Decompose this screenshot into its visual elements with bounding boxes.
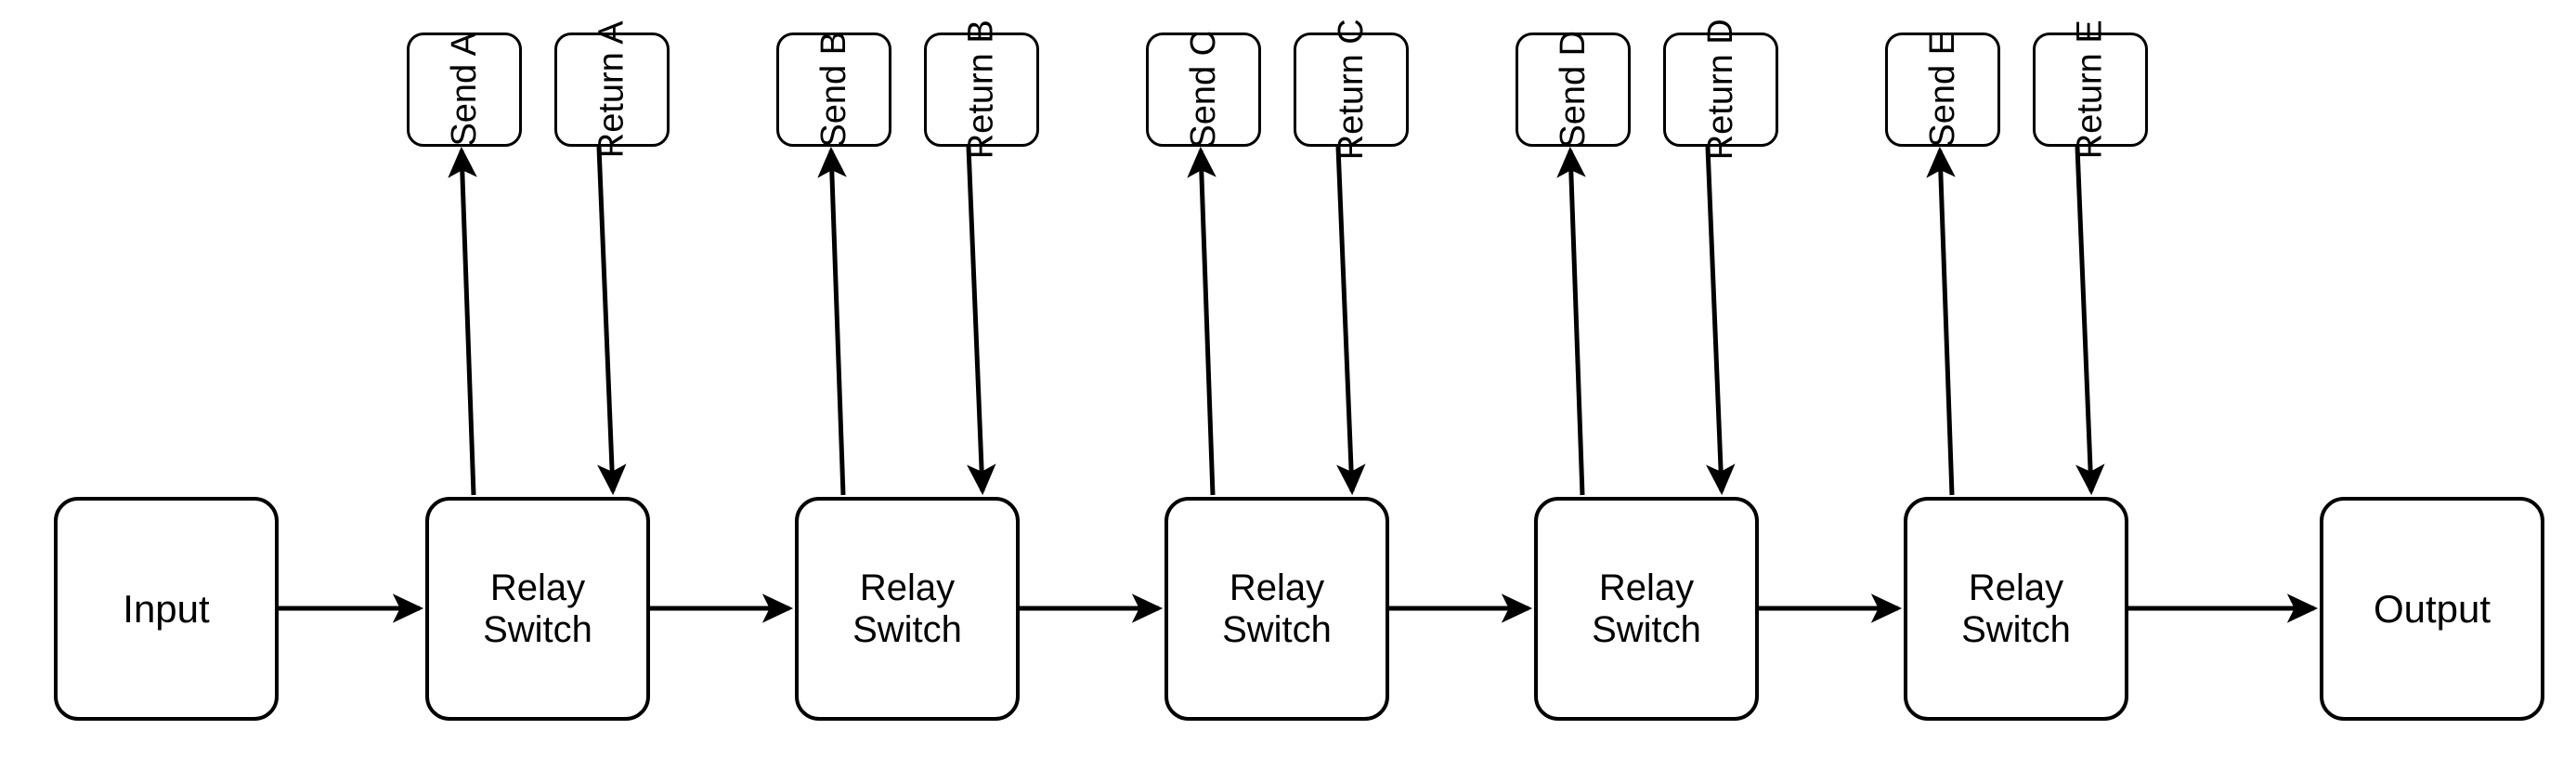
- node-return-a-label: Return A: [592, 20, 631, 159]
- edge-relay-3-to-send-c: [1187, 146, 1216, 496]
- edge-relay-5-to-send-e: [1926, 146, 1956, 496]
- node-send-a-label: Send A: [444, 33, 484, 147]
- node-relay-switch-4[interactable]: Relay Switch: [1534, 497, 1759, 721]
- node-return-b[interactable]: Return B: [924, 20, 1039, 159]
- edge-relay-2-to-send-b: [817, 146, 847, 496]
- node-send-e[interactable]: Send E: [1885, 32, 2000, 148]
- node-relay-switch-4-label: Relay Switch: [1592, 567, 1701, 650]
- node-send-a[interactable]: Send A: [407, 33, 522, 147]
- node-return-e-label: Return E: [2070, 20, 2110, 160]
- node-relay-switch-2[interactable]: Relay Switch: [795, 497, 1020, 721]
- node-return-d[interactable]: Return D: [1663, 19, 1778, 161]
- edge-relay-4-to-send-d: [1556, 146, 1586, 496]
- edge-return-b-to-relay-2: [966, 146, 996, 496]
- edge-relay-1-to-send-a: [448, 146, 477, 496]
- node-send-e-label: Send E: [1922, 32, 1962, 148]
- node-output-label: Output: [2373, 586, 2491, 631]
- node-relay-switch-2-label: Relay Switch: [852, 567, 962, 650]
- edge-return-a-to-relay-1: [596, 146, 627, 496]
- node-relay-switch-5[interactable]: Relay Switch: [1904, 497, 2128, 721]
- node-return-c-label: Return C: [1331, 19, 1371, 161]
- node-send-b[interactable]: Send B: [776, 32, 891, 148]
- node-send-b-label: Send B: [813, 32, 853, 148]
- edge-return-d-to-relay-4: [1705, 146, 1736, 496]
- edge-return-e-to-relay-5: [2075, 146, 2105, 496]
- node-input[interactable]: Input: [54, 497, 279, 721]
- node-relay-switch-5-label: Relay Switch: [1961, 567, 2071, 650]
- node-return-c[interactable]: Return C: [1294, 19, 1409, 161]
- node-return-b-label: Return B: [961, 20, 1001, 160]
- node-return-a[interactable]: Return A: [554, 21, 670, 158]
- node-input-label: Input: [123, 586, 210, 631]
- node-return-e[interactable]: Return E: [2033, 20, 2148, 159]
- node-send-d[interactable]: Send D: [1516, 31, 1631, 149]
- edge-return-c-to-relay-3: [1335, 146, 1366, 496]
- node-relay-switch-1-label: Relay Switch: [483, 567, 592, 650]
- node-return-d-label: Return D: [1700, 19, 1740, 161]
- branch-edges: [448, 146, 2105, 496]
- node-relay-switch-1[interactable]: Relay Switch: [425, 497, 650, 721]
- node-send-d-label: Send D: [1553, 31, 1593, 149]
- node-send-c[interactable]: Send C: [1146, 31, 1261, 149]
- node-send-c-label: Send C: [1183, 31, 1223, 149]
- node-output[interactable]: Output: [2320, 497, 2544, 721]
- node-relay-switch-3[interactable]: Relay Switch: [1164, 497, 1389, 721]
- node-relay-switch-3-label: Relay Switch: [1222, 567, 1332, 650]
